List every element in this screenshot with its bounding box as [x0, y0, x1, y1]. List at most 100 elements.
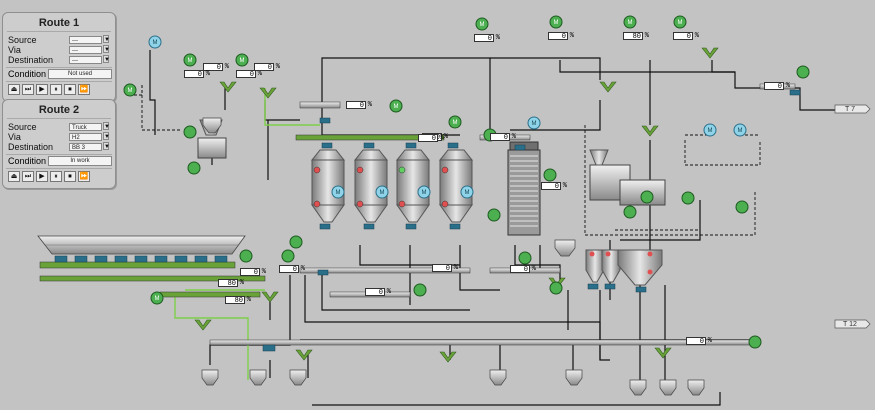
route-1-source-row: Source --- ▼: [3, 35, 115, 45]
route-2-via-row: Via H2 ▼: [3, 132, 115, 142]
percent-unit: %: [531, 265, 536, 273]
percent-unit: %: [453, 264, 458, 272]
outlet-hoppers: [201, 117, 705, 396]
route-2-condition: Condition In work: [6, 154, 112, 169]
percent-value: 0: [431, 135, 436, 143]
percent-unit: %: [257, 70, 262, 78]
route-1-destination-select[interactable]: ---: [69, 56, 102, 64]
bins-right: [585, 249, 663, 286]
chevron-down-icon[interactable]: ▼: [103, 55, 110, 63]
percent-value: 0: [777, 83, 782, 91]
motor-label: M: [394, 104, 399, 110]
motor-label: M: [554, 20, 559, 26]
motor-label: M: [422, 190, 427, 196]
exit-t7-label: T 7: [845, 106, 855, 113]
percent-readout: 0%: [541, 182, 567, 191]
route-1-via-row: Via --- ▼: [3, 45, 115, 55]
route-2-source-label: Source: [8, 122, 37, 132]
percent-value: 0: [197, 71, 202, 79]
percent-readout: 0%: [764, 82, 790, 91]
percent-readout: 80%: [225, 296, 251, 305]
percent-value: 0: [523, 266, 528, 274]
motor-label: M: [155, 296, 160, 302]
route-2-destination-select[interactable]: BB 3: [69, 143, 102, 151]
route-2-stop-button[interactable]: ⏹: [64, 171, 76, 182]
route-1-step-button[interactable]: ⏭: [22, 84, 34, 95]
route-2-source-select[interactable]: Truck: [69, 123, 102, 131]
diverters: [194, 47, 719, 363]
percent-value: 80: [632, 33, 641, 41]
silo-1: [310, 149, 346, 223]
percent-unit: %: [439, 134, 444, 142]
chevron-down-icon[interactable]: ▼: [103, 35, 110, 43]
percent-readout: 0%: [184, 70, 210, 79]
route-2-forward-button[interactable]: ⏩: [78, 171, 90, 182]
route-2-eject-button[interactable]: ⏏: [8, 171, 20, 182]
route-2-pause-button[interactable]: ⏸: [50, 171, 62, 182]
route-1-stop-button[interactable]: ⏹: [64, 84, 76, 95]
route-1-via-select[interactable]: ---: [69, 46, 102, 54]
route-2-condition-label: Condition: [8, 156, 47, 166]
route-2-title: Route 2: [7, 102, 111, 119]
percent-value: 0: [253, 269, 258, 277]
route-2-condition-value: In work: [48, 156, 112, 166]
route-2-destination-label: Destination: [8, 142, 54, 152]
receiving-hopper: [37, 235, 266, 298]
percent-readout: 0%: [474, 34, 500, 43]
route-1-title: Route 1: [7, 15, 111, 32]
percent-readout: 0%: [548, 32, 574, 41]
percent-unit: %: [205, 70, 210, 78]
percent-readout: 0%: [346, 101, 372, 110]
route-2-play-button[interactable]: ▶: [36, 171, 48, 182]
route-1-panel: Route 1 Source --- ▼ Via --- ▼ Destinati…: [2, 12, 116, 102]
motor-label: M: [188, 58, 193, 64]
percent-readout: 0%: [418, 134, 444, 143]
percent-value: 0: [686, 33, 691, 41]
chevron-down-icon[interactable]: ▼: [103, 142, 110, 150]
chevron-down-icon[interactable]: ▼: [103, 122, 110, 130]
route-1-eject-button[interactable]: ⏏: [8, 84, 20, 95]
percent-value: 0: [292, 266, 297, 274]
percent-readout: 80%: [623, 32, 649, 41]
percent-unit: %: [694, 32, 699, 40]
percent-value: 0: [561, 33, 566, 41]
dryer-column: [507, 141, 541, 236]
motor-label: M: [336, 190, 341, 196]
percent-unit: %: [707, 337, 712, 345]
percent-readout: 0%: [236, 70, 262, 79]
route-2-via-select[interactable]: H2: [69, 133, 102, 141]
percent-readout: 0%: [686, 337, 712, 346]
percent-unit: %: [261, 268, 266, 276]
route-1-source-select[interactable]: ---: [69, 36, 102, 44]
route-1-forward-button[interactable]: ⏩: [78, 84, 90, 95]
motor-label: M: [678, 20, 683, 26]
percent-unit: %: [300, 265, 305, 273]
route-2-via-label: Via: [8, 132, 21, 142]
motors: [123, 15, 810, 349]
motor-label: M: [240, 58, 245, 64]
motor-label: M: [453, 120, 458, 126]
percent-value: 0: [503, 134, 508, 142]
route-2-step-button[interactable]: ⏭: [22, 171, 34, 182]
route-1-play-button[interactable]: ▶: [36, 84, 48, 95]
percent-readout: 0%: [254, 63, 280, 72]
motor-label: M: [708, 128, 713, 134]
percent-value: 0: [699, 338, 704, 346]
motor-label: M: [465, 190, 470, 196]
exit-arrows: T 7 T 12: [834, 104, 871, 329]
percent-value: 0: [267, 64, 272, 72]
percent-value: 80: [227, 280, 236, 288]
route-2-destination-row: Destination BB 3 ▼: [3, 142, 115, 152]
motor-label: M: [738, 128, 743, 134]
route-2-controls: ⏏ ⏭ ▶ ⏸ ⏹ ⏩: [6, 171, 115, 185]
percent-readout: 0%: [510, 265, 536, 274]
chevron-down-icon[interactable]: ▼: [103, 45, 110, 53]
route-1-pause-button[interactable]: ⏸: [50, 84, 62, 95]
route-1-destination-row: Destination --- ▼: [3, 55, 115, 65]
active-route-line: [174, 88, 320, 380]
chevron-down-icon[interactable]: ▼: [103, 132, 110, 140]
percent-unit: %: [495, 34, 500, 42]
percent-value: 0: [378, 289, 383, 297]
percent-readout: 0%: [365, 288, 391, 297]
